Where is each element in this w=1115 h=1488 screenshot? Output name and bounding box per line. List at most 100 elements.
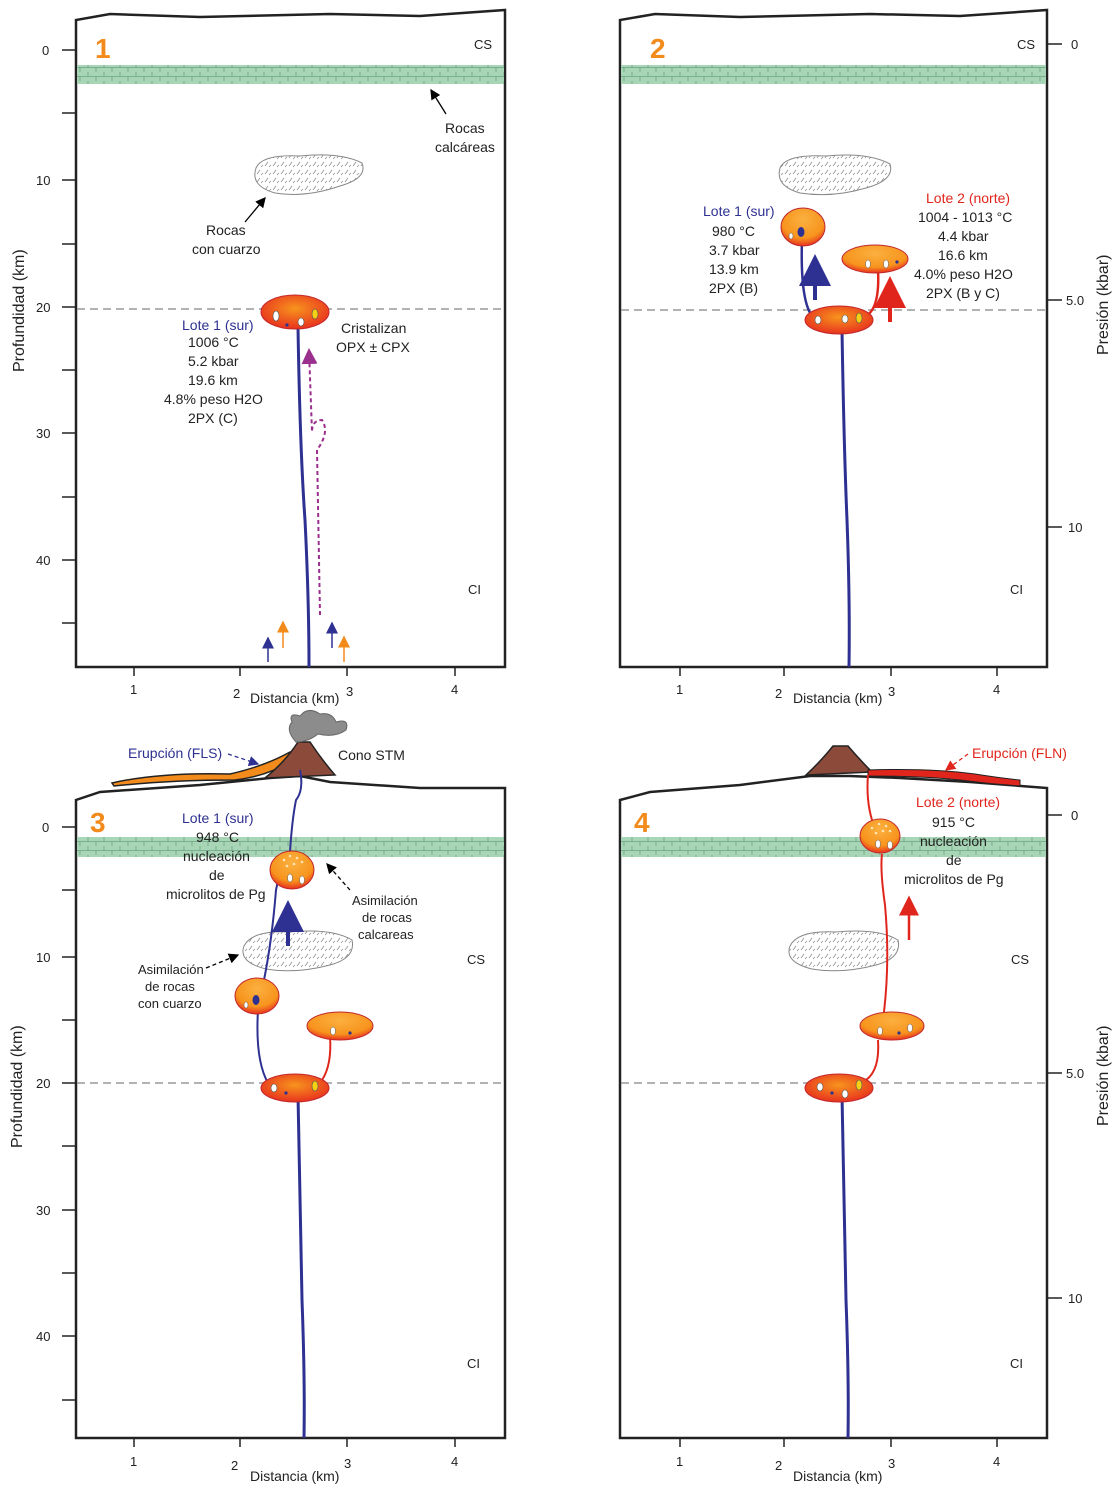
distance-tick: 3 xyxy=(888,1456,895,1471)
limestone-label: calcáreas xyxy=(435,139,495,155)
magma-reservoir xyxy=(260,1073,330,1103)
magma-conduit xyxy=(840,329,851,668)
batch-1-line: 948 °C xyxy=(196,829,239,845)
panel-4: 4 CS CI 0 5.0 10 Presión (kbar) 1 2 3 4 … xyxy=(618,745,1112,1484)
depth-tick: 20 xyxy=(36,300,50,315)
eruption-label: Erupción (FLS) xyxy=(128,745,222,761)
crystal xyxy=(814,315,822,325)
panel-4-frame xyxy=(618,774,1049,1440)
pressure-axis xyxy=(1047,43,1062,528)
upper-crust-label: CS xyxy=(467,952,485,967)
panel-number: 2 xyxy=(650,33,666,64)
distance-tick: 4 xyxy=(451,1454,458,1469)
magma-reservoir xyxy=(804,305,874,335)
batch-1-line: 13.9 km xyxy=(709,261,759,277)
crystal xyxy=(243,1001,249,1009)
crystal xyxy=(287,873,293,883)
panel-number: 1 xyxy=(95,33,111,64)
quartz-rock-body xyxy=(778,154,892,196)
microlites xyxy=(870,822,892,835)
crystal xyxy=(348,1031,352,1035)
cone-label: Cono STM xyxy=(338,747,405,763)
distance-axis-label: Distancia (km) xyxy=(250,690,339,706)
distance-tick: 3 xyxy=(346,684,353,699)
panel-1-frame xyxy=(74,8,507,669)
depth-tick: 20 xyxy=(36,1076,50,1091)
crystal xyxy=(841,314,849,324)
crystal xyxy=(907,1023,913,1033)
distance-tick: 1 xyxy=(676,1454,683,1469)
assimilation-limestone-label: calcareas xyxy=(358,927,414,942)
distance-axis-label: Distancia (km) xyxy=(250,1468,339,1484)
batch-1-line: 1006 °C xyxy=(188,334,239,350)
magma-conduit xyxy=(840,1094,850,1439)
crystal xyxy=(897,1031,901,1035)
lower-crust-label: CI xyxy=(467,1356,480,1371)
depth-tick: 0 xyxy=(42,820,49,835)
crystal xyxy=(299,875,305,885)
pressure-axis xyxy=(1047,814,1062,1299)
batch-1-chamber xyxy=(780,207,826,247)
crystal xyxy=(311,308,319,320)
batch-2-title: Lote 2 (norte) xyxy=(916,794,1000,810)
batch-1-line: 980 °C xyxy=(712,223,755,239)
crystal xyxy=(252,995,260,1005)
batch-1-line: microlitos de Pg xyxy=(166,886,266,902)
batch-2-title: Lote 2 (norte) xyxy=(926,190,1010,206)
assimilation-arrow xyxy=(326,863,351,891)
magma-conduit xyxy=(296,326,311,668)
distance-tick: 2 xyxy=(775,1458,782,1473)
panel-1: 1 CS CI 0 10 20 30 40 Profundidad (km) 1… xyxy=(11,8,507,706)
eruption-arrow xyxy=(944,753,969,771)
distance-tick: 3 xyxy=(344,1456,351,1471)
crystal xyxy=(841,1089,849,1099)
pressure-tick: 5.0 xyxy=(1066,293,1084,308)
pressure-axis-label: Presión (kbar) xyxy=(1095,1026,1112,1126)
distance-tick: 2 xyxy=(775,686,782,701)
depth-axis-label: Profundidad (km) xyxy=(9,1025,26,1148)
panel-2-frame xyxy=(618,8,1049,669)
lower-crust-label: CI xyxy=(1010,582,1023,597)
depth-axis-label: Profundidad (km) xyxy=(11,249,28,372)
ash-plume xyxy=(288,710,348,743)
quartz-rock-label: Rocas xyxy=(206,222,246,238)
batch-2-line: 1004 - 1013 °C xyxy=(918,209,1012,225)
depth-tick: 30 xyxy=(36,1203,50,1218)
crystal xyxy=(270,1083,278,1093)
panel-3: 3 CS CI 0 10 20 30 40 Profundidad (km) 1… xyxy=(9,710,507,1484)
crystallize-label: Cristalizan xyxy=(341,320,406,336)
conduit-batch-1 xyxy=(256,1009,269,1084)
depth-axis xyxy=(62,49,76,624)
batch-2-chamber xyxy=(859,1011,925,1041)
magma-conduit xyxy=(296,1094,306,1439)
batch-2-line: 4.0% peso H2O xyxy=(914,266,1013,282)
eruption-label: Erupción (FLN) xyxy=(972,745,1067,761)
batch-1-chamber-shallow xyxy=(269,850,315,890)
limestone-label: Rocas xyxy=(445,120,485,136)
crystal xyxy=(297,317,305,327)
batch-1-line: 19.6 km xyxy=(188,372,238,388)
batch-1-title: Lote 1 (sur) xyxy=(182,317,254,333)
conduit-batch-2 xyxy=(321,1035,332,1081)
distance-tick: 1 xyxy=(676,682,683,697)
distance-tick: 1 xyxy=(130,682,137,697)
assimilation-quartz-label: de rocas xyxy=(145,979,195,994)
pressure-tick: 10 xyxy=(1068,520,1082,535)
distance-axis xyxy=(133,1438,456,1447)
distance-tick: 2 xyxy=(231,1458,238,1473)
distance-tick: 2 xyxy=(233,686,240,701)
distance-tick: 4 xyxy=(451,682,458,697)
batch-1-line: 5.2 kbar xyxy=(188,353,239,369)
upper-crust-label: CS xyxy=(1017,37,1035,52)
assimilation-quartz-label: con cuarzo xyxy=(138,996,202,1011)
batch-1-line: nucleación xyxy=(183,848,250,864)
limestone-layer xyxy=(621,837,1046,857)
limestone-arrow xyxy=(430,88,447,115)
batch-2-chamber xyxy=(841,244,909,274)
batch-1-title: Lote 1 (sur) xyxy=(182,810,254,826)
quartz-rock-label: con cuarzo xyxy=(192,241,261,257)
upper-crust-label: CS xyxy=(474,37,492,52)
crystal xyxy=(272,310,280,322)
crystal xyxy=(887,840,893,850)
limestone-layer xyxy=(621,65,1046,84)
